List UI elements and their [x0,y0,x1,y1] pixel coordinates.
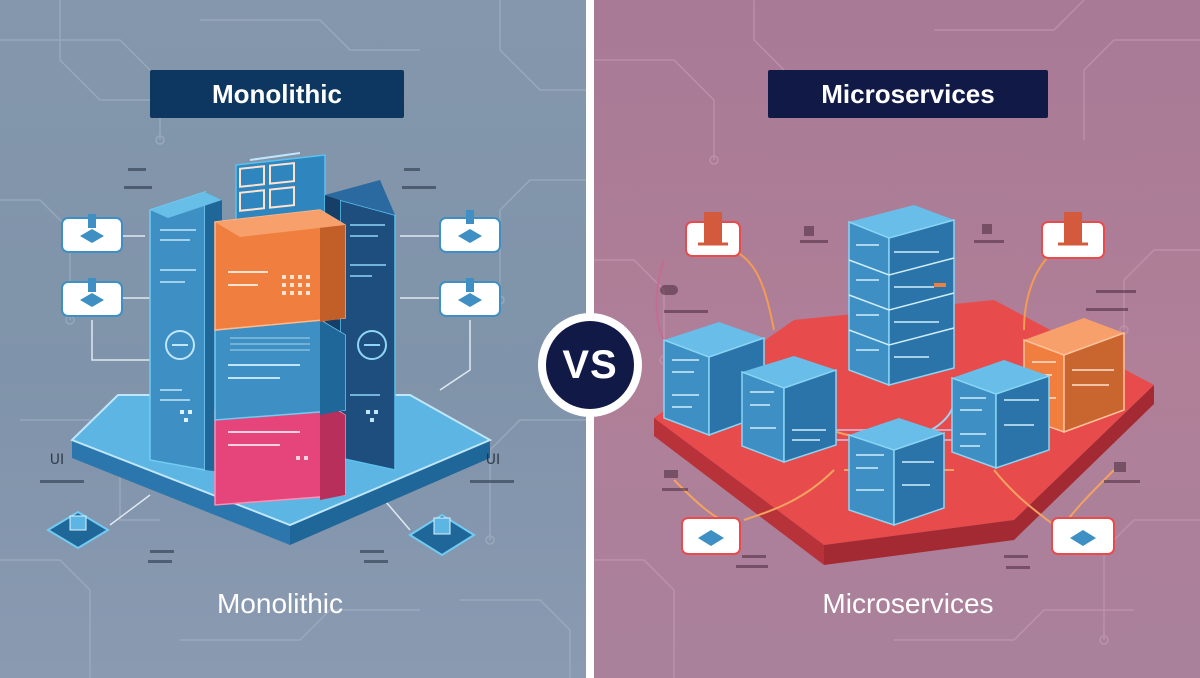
illegible-label-marks [40,168,514,563]
circuit-traces [594,0,1200,678]
vs-label: VS [562,342,618,387]
vs-badge [538,313,642,417]
left-server-tower [149,190,222,472]
monolithic-caption: Monolithic [216,588,344,619]
platform-side-left [72,440,290,545]
microservices-title: Microservices [821,78,995,109]
left-service-cube [663,322,765,437]
mid-left-service-cube [741,356,837,464]
orange-module-block [214,161,346,331]
blue-module-block [214,319,346,421]
bottom-right-node [408,513,476,557]
bottom-node-diamonds [46,510,476,557]
illegible-label-marks [660,224,1140,569]
monolithic-title: Monolithic [212,78,342,109]
monolithic-panel: Monolithic UI UI Monolithic [0,0,586,678]
circuit-traces [0,0,586,678]
side-icon-cards [681,212,1115,555]
monolithic-illustration [0,0,586,678]
mid-right-service-cube [951,360,1050,470]
platform-side-right [290,440,490,545]
microservices-title-badge: Microservices [768,70,1048,118]
microservices-panel: Microservices Microservices [594,0,1200,678]
microservices-illustration [594,0,1200,678]
pink-module-block [214,399,346,506]
microservices-caption: Microservices [822,588,994,619]
ui-label-right: UI [485,452,501,468]
side-icon-cards [61,210,501,317]
ui-label-left: UI [49,452,65,468]
platform-side-right [824,385,1154,565]
central-server-stack [848,205,955,387]
monolithic-title-badge: Monolithic [150,70,404,118]
bottom-service-cube [848,418,945,527]
platform-side-left [654,418,824,565]
